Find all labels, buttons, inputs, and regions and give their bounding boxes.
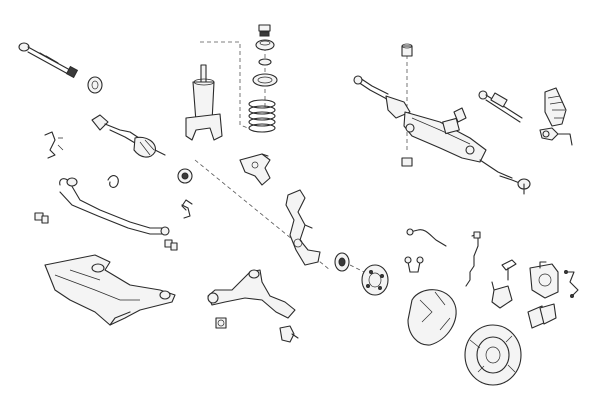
stabilizer-bushing-right [164, 239, 178, 251]
wheel-bearing-part [334, 252, 350, 272]
splash-shield-part [407, 289, 457, 346]
strut-top-mount-part [252, 24, 278, 87]
rack-boot-part [544, 87, 567, 127]
brake-hose-upper [406, 228, 447, 247]
brake-disc-part [464, 324, 522, 386]
spring-bracket-part [239, 153, 271, 186]
ball-joint-part [279, 325, 299, 343]
control-arm-part [207, 269, 296, 319]
stabilizer-bar-part [59, 177, 170, 236]
mounting-bracket-right [181, 199, 193, 211]
rack-mount-bottom [401, 157, 413, 167]
tie-rod-end-right [499, 175, 531, 195]
coil-spring-part [248, 99, 276, 133]
stabilizer-bushing-left [34, 212, 49, 224]
stabilizer-link-part [181, 204, 191, 219]
brake-bracket-part [491, 281, 513, 309]
shock-absorber-part [185, 64, 223, 141]
tie-rod-part [18, 42, 79, 79]
sensor-wire-right [564, 270, 579, 298]
wear-indicator-part [501, 259, 517, 281]
abs-sensor-part [465, 231, 481, 287]
tie-rod-end-left [539, 127, 573, 146]
control-arm-bushing [215, 317, 227, 329]
drive-shaft-part [91, 114, 166, 158]
rubber-mount-part [177, 168, 193, 184]
bushing-clip [107, 175, 119, 188]
tie-rod-right [478, 90, 523, 123]
mounting-bracket-left [44, 131, 64, 159]
wheel-hub-part [361, 264, 389, 296]
brake-pads-part [527, 303, 557, 329]
brake-caliper-part [529, 261, 559, 299]
front-subframe-part [44, 254, 176, 326]
brake-hose-lower [404, 256, 424, 273]
steering-boot-small [87, 76, 103, 94]
steering-knuckle-part [285, 189, 321, 266]
steering-rack-part [353, 75, 513, 179]
rack-mount-top [401, 43, 413, 57]
